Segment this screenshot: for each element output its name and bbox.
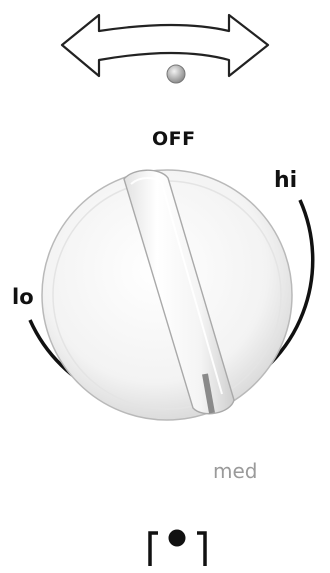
bracket-with-dot-icon (0, 0, 330, 573)
thermostat-dial-panel: OFF hi lo med (0, 0, 330, 573)
